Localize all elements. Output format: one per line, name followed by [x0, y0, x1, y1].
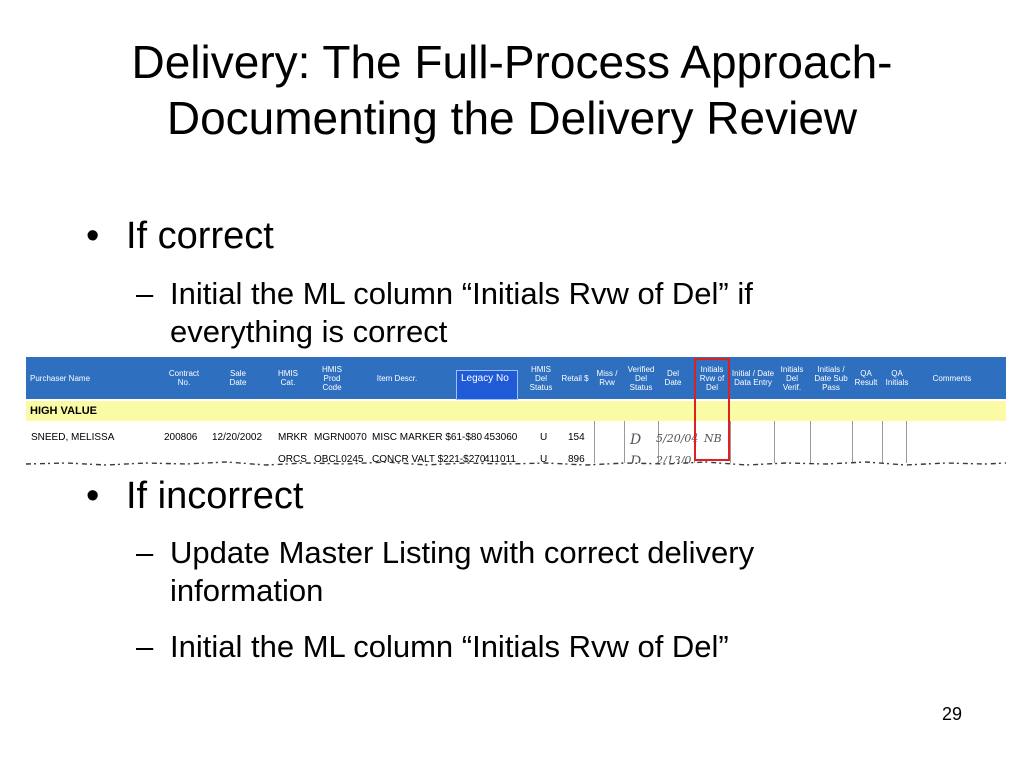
col-initials-date-sub: Initials / Date Sub Pass — [814, 364, 848, 392]
cell-hmis-prod: OBCL0245 — [314, 454, 364, 465]
col-qa-initials: QA Initials — [885, 369, 909, 387]
col-verified: Verified Del Status — [627, 364, 655, 392]
col-sale-date: Sale Date — [229, 369, 247, 387]
bullet-label: If incorrect — [126, 475, 304, 517]
sub-bullet-dash: – — [136, 276, 154, 311]
grid-line — [730, 421, 731, 467]
title-line-2: Documenting the Delivery Review — [166, 92, 858, 144]
sub-bullet-correct-1: –Initial the ML column “Initials Rvw of … — [136, 275, 956, 351]
col-miss: Miss / Rvw — [596, 369, 618, 387]
cell-legacy: 411011 — [484, 454, 516, 465]
sheet-header-row: Purchaser Name Contract No. Sale Date HM… — [26, 357, 1006, 399]
handwritten-verified: D — [630, 454, 642, 469]
cell-hmis-prod: MGRN0070 — [314, 432, 367, 443]
cell-contract: 200806 — [164, 432, 198, 443]
bullet-dot: • — [86, 215, 100, 257]
col-hmis-prod: HMIS Prod Code — [322, 364, 342, 392]
handwritten-date: 5/20/04 — [656, 432, 699, 445]
col-comments: Comments — [932, 373, 972, 383]
col-initials-del: Initials Del Verif. — [780, 364, 804, 392]
grid-line — [852, 421, 853, 467]
cell-hmis-cat: ORCS — [278, 454, 307, 465]
cell-status: U — [540, 454, 548, 465]
table-row: SNEED, MELISSA 200806 12/20/2002 MRKR MG… — [26, 427, 1006, 449]
cell-status: U — [540, 432, 548, 443]
col-legacy-no: Legacy No — [456, 370, 518, 400]
sub-bullet-dash: – — [136, 535, 154, 570]
grid-line — [624, 421, 625, 467]
cell-hmis-cat: MRKR — [278, 432, 308, 443]
col-item-descr: Item Descr. — [376, 373, 418, 383]
sub-bullet-text: Update Master Listing with correct deliv… — [170, 535, 755, 570]
bullet-dot: • — [86, 475, 100, 517]
col-purchaser: Purchaser Name — [30, 373, 91, 383]
section-high-value: HIGH VALUE — [26, 401, 1006, 421]
col-del-date: Del Date — [664, 369, 682, 387]
col-contract: Contract No. — [168, 369, 200, 387]
bullet-if-incorrect: • If incorrect — [86, 474, 303, 518]
grid-line — [810, 421, 811, 467]
col-initial-date: Initial / Date Data Entry — [731, 369, 775, 387]
cell-retail: 896 — [568, 454, 585, 465]
grid-line — [594, 421, 595, 467]
col-hmis-del: HMIS Del Status — [529, 364, 553, 392]
grid-line — [774, 421, 775, 467]
col-retail: Retail $ — [561, 373, 589, 383]
col-initials-rvw: Initials Rvw of Del — [699, 364, 725, 392]
cell-retail: 154 — [568, 432, 585, 443]
handwritten-initials: NB — [704, 432, 722, 445]
torn-edge — [26, 461, 1006, 469]
cell-purchaser: SNEED, MELISSA — [31, 432, 115, 443]
page-number: 29 — [941, 704, 962, 724]
sub-bullet-dash: – — [136, 629, 154, 664]
bullet-if-correct: • If correct — [86, 214, 274, 258]
title-line-1: Delivery: The Full-Process Approach- — [131, 36, 893, 88]
grid-line — [906, 421, 907, 467]
slide-title: Delivery: The Full-Process Approach- Doc… — [20, 34, 1004, 146]
bullet-label: If correct — [126, 215, 274, 257]
sub-bullet-text: Initial the ML column “Initials Rvw of D… — [170, 629, 729, 664]
sub-bullet-incorrect-2: –Initial the ML column “Initials Rvw of … — [136, 628, 956, 666]
sub-bullet-text: Initial the ML column “Initials Rvw of D… — [170, 276, 753, 311]
col-hmis-cat: HMIS Cat. — [278, 369, 298, 387]
master-listing-excerpt: Purchaser Name Contract No. Sale Date HM… — [26, 357, 1006, 469]
sub-bullet-text-cont: information — [170, 573, 324, 608]
cell-item: CONCR VALT $221-$270 — [372, 454, 486, 465]
sub-bullet-text-cont: everything is correct — [170, 314, 448, 349]
cell-item: MISC MARKER $61-$80 — [372, 432, 483, 443]
cell-sale-date: 12/20/2002 — [212, 432, 263, 443]
handwritten-verified: D — [630, 432, 642, 448]
grid-line — [658, 421, 659, 467]
callout-initials-column — [694, 358, 730, 461]
sub-bullet-incorrect-1: –Update Master Listing with correct deli… — [136, 534, 956, 610]
grid-line — [882, 421, 883, 467]
col-qa-result: QA Result — [854, 369, 878, 387]
cell-legacy: 453060 — [484, 432, 518, 443]
